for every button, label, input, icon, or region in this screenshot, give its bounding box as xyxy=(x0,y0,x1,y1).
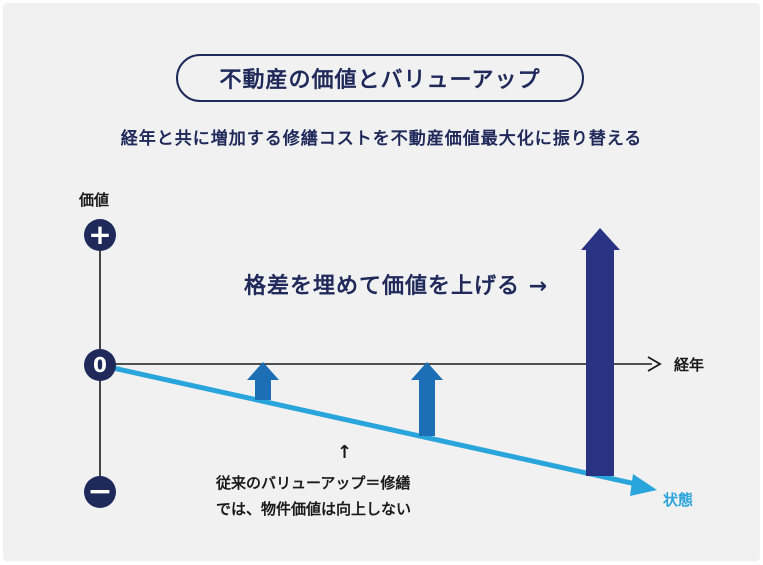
state-decline-arrowhead xyxy=(630,474,657,496)
value-up-arrow xyxy=(581,228,620,476)
page-subtitle: 経年と共に増加する修繕コストを不動産価値最大化に振り替える xyxy=(120,129,643,149)
plus-icon: + xyxy=(84,219,116,251)
x-axis-label: 経年 xyxy=(674,356,705,374)
up-arrow-icon: ↑ xyxy=(337,442,353,463)
repair-note: 従来のバリューアップ＝修繕 では、物件価値は向上しない xyxy=(216,470,476,522)
repair-arrow-2 xyxy=(411,362,443,436)
zero-badge: 0 xyxy=(84,349,116,381)
state-label: 状態 xyxy=(663,491,694,509)
page-title: 不動産の価値とバリューアップ xyxy=(176,54,584,102)
state-decline-line xyxy=(103,363,637,487)
repair-note-line-1: 従来のバリューアップ＝修繕 xyxy=(216,474,411,492)
y-axis-label: 価値 xyxy=(79,191,110,209)
gap-annotation: 格差を埋めて価値を上げる → xyxy=(244,274,549,299)
minus-icon: − xyxy=(84,476,116,508)
repair-note-line-2: では、物件価値は向上しない xyxy=(216,500,412,518)
repair-arrow-1 xyxy=(247,362,279,400)
x-axis-arrowhead xyxy=(647,356,662,372)
